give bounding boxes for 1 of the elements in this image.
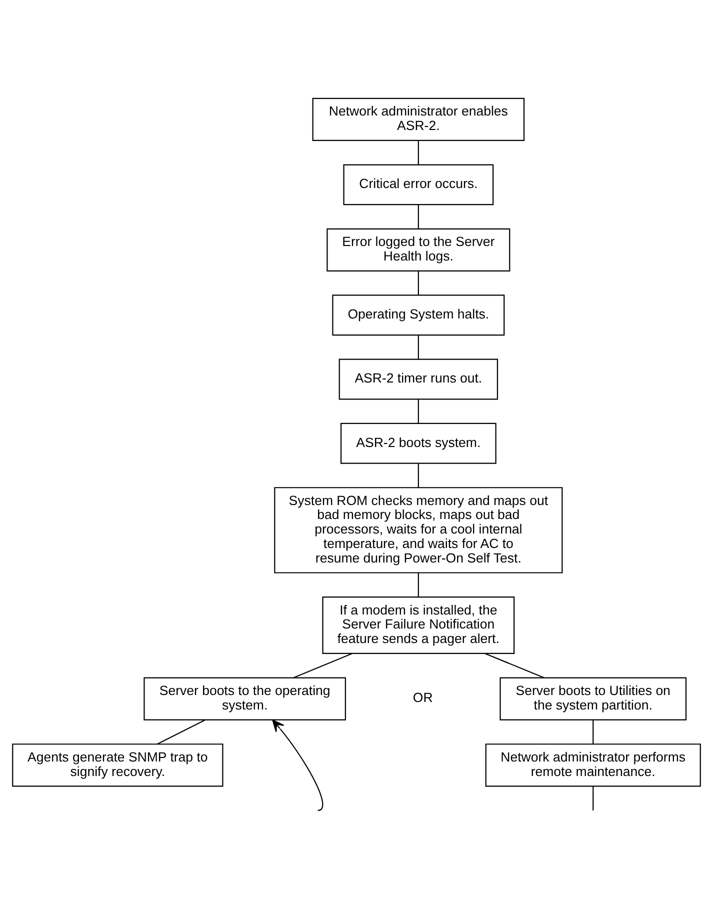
label: OR [412, 690, 433, 706]
